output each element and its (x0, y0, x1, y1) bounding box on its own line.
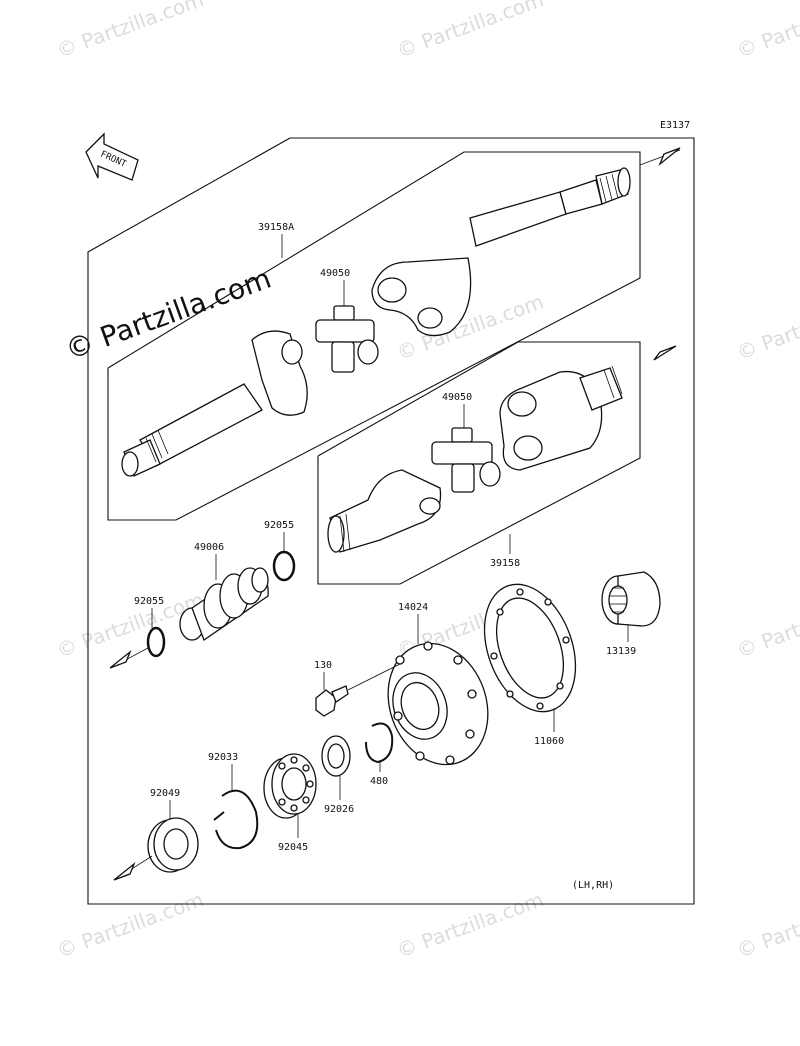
watermark: © Partzilla.com (734, 887, 800, 962)
snap-ring-92033[interactable] (213, 789, 259, 850)
arrow-head-icon (113, 861, 136, 881)
arrow-head-icon (653, 345, 677, 361)
part-label-92033: 92033 (208, 752, 238, 763)
watermark: © Partzilla.com (734, 587, 800, 662)
gasket-11060[interactable] (468, 572, 592, 725)
part-label-39158a: 39158A (258, 222, 294, 233)
main-watermark: © Partzilla.com (61, 262, 275, 367)
shaft-39158[interactable] (327, 365, 623, 553)
boot-49006[interactable] (179, 567, 269, 642)
circlip-480[interactable] (365, 722, 394, 764)
part-label-49050-lower: 49050 (442, 392, 472, 403)
watermark: © Partzilla.com (54, 887, 207, 962)
arrow-head-icon (109, 649, 132, 669)
part-label-49006: 49006 (194, 542, 224, 553)
oil-seal-92049[interactable] (147, 817, 199, 873)
part-label-14024: 14024 (398, 602, 428, 613)
part-label-92055-upper: 92055 (264, 520, 294, 531)
housing-14024[interactable] (372, 629, 505, 778)
u-joint-49050-upper[interactable] (315, 305, 379, 373)
part-label-49050-upper: 49050 (320, 268, 350, 279)
part-label-92045: 92045 (278, 842, 308, 853)
side-note: (LH,RH) (572, 880, 614, 891)
u-joint-49050-lower[interactable] (431, 427, 501, 493)
part-label-13139: 13139 (606, 646, 636, 657)
diagram-code: E3137 (660, 120, 690, 131)
watermark: © Partzilla.com (54, 0, 207, 63)
part-label-480: 480 (370, 776, 388, 787)
upper-shaft-frame (107, 151, 641, 521)
coupling-13139[interactable] (601, 571, 661, 627)
o-ring-92055-lower[interactable] (146, 626, 166, 658)
bolt-130[interactable] (315, 663, 401, 717)
part-label-92055-lower: 92055 (134, 596, 164, 607)
washer-92026[interactable] (321, 735, 351, 777)
watermark: © Partzilla.com (734, 289, 800, 364)
part-label-92049: 92049 (150, 788, 180, 799)
part-label-130: 130 (314, 660, 332, 671)
outer-frame (87, 137, 695, 905)
watermark: © Partzilla.com (394, 887, 547, 962)
part-label-11060: 11060 (534, 736, 564, 747)
bearing-92045[interactable] (263, 753, 317, 819)
watermark: © Partzilla.com (734, 0, 800, 63)
part-label-92026: 92026 (324, 804, 354, 815)
shaft-39158a[interactable] (121, 167, 631, 477)
arrow-head-icon (658, 147, 681, 167)
front-arrow-icon: FRONT (85, 132, 139, 181)
lower-shaft-frame (317, 341, 641, 585)
watermark: © Partzilla.com (394, 0, 547, 63)
o-ring-92055-upper[interactable] (272, 550, 296, 582)
part-label-39158: 39158 (490, 558, 520, 569)
